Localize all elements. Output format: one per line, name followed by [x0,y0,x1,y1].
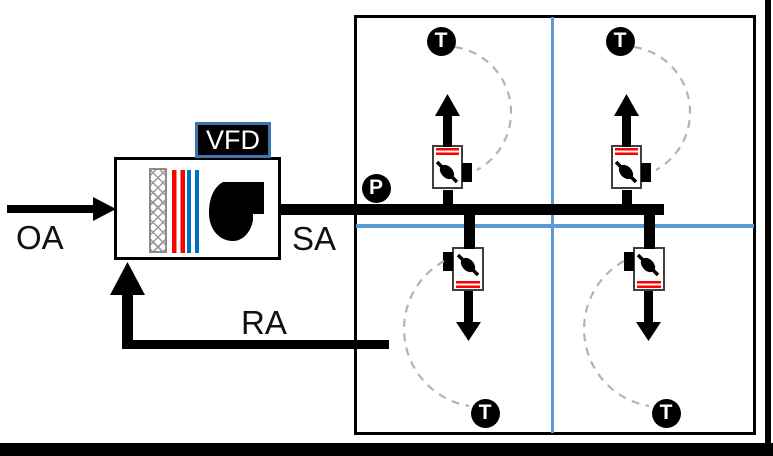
zone-divider-horizontal [356,224,754,228]
ra-label: RA [241,304,287,341]
vav-red-stripe [436,148,459,155]
heating-coil-icon [172,170,185,253]
vav-red-stripe [456,281,480,288]
vav-red-stripe [637,281,661,288]
vav-actuator-top-right [641,163,651,182]
vav-box-bottom-left [452,247,484,291]
cooling-coil-icon [187,170,199,253]
oa-label: OA [16,219,64,256]
temp-sensor-top-right: T [605,26,635,56]
vfd-tag: VFD [195,122,271,158]
vav-red-stripe [615,148,638,155]
oa-arrow [7,197,116,221]
vav-box-top-right [611,145,642,189]
vav-actuator-bottom-right [624,252,634,271]
filter-icon [149,168,167,253]
vav-actuator-bottom-left [443,252,453,271]
vav-box-top-left [432,145,463,189]
temp-sensor-bottom-right: T [651,398,681,428]
frame-right-edge [765,0,771,456]
sa-label: SA [292,220,337,257]
pressure-sensor: P [361,173,391,203]
vav-actuator-top-left [462,163,472,182]
vfd-label: VFD [206,124,260,155]
temp-sensor-bottom-left: T [470,398,500,428]
temp-sensor-top-left: T [426,26,456,56]
frame-bottom-edge [0,443,773,456]
vav-box-bottom-right [633,247,665,291]
